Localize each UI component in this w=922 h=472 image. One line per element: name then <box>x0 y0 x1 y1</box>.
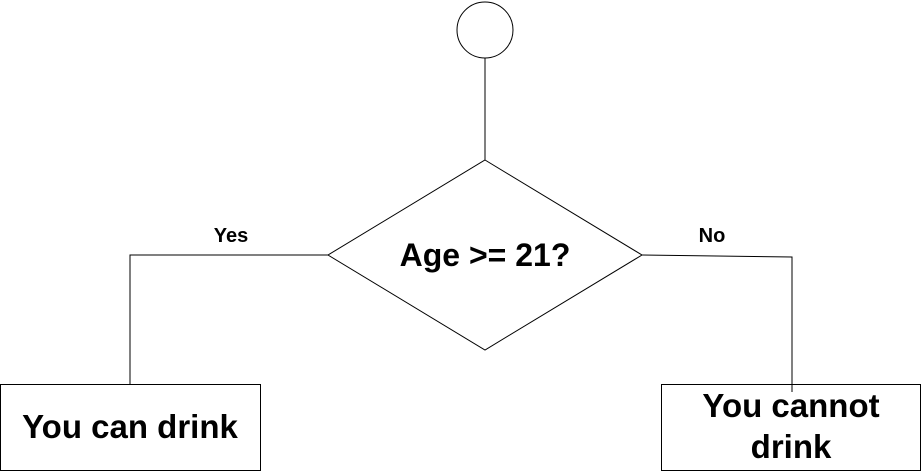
no-outcome-text-line-2: drink <box>751 428 832 465</box>
decision-text: Age >= 21? <box>400 237 571 273</box>
no-outcome-text-line-1: You cannot <box>702 387 879 424</box>
yes-branch-label: Yes <box>214 225 248 247</box>
yes-outcome-text: You can drink <box>22 408 238 445</box>
start-node <box>456 1 514 59</box>
no-branch-label: No <box>699 225 726 247</box>
no-outcome-box <box>661 384 921 471</box>
yes-branch-connector <box>129 254 328 384</box>
no-branch-connector <box>641 254 793 392</box>
yes-outcome-box <box>0 384 261 471</box>
decision-diamond <box>327 159 643 351</box>
